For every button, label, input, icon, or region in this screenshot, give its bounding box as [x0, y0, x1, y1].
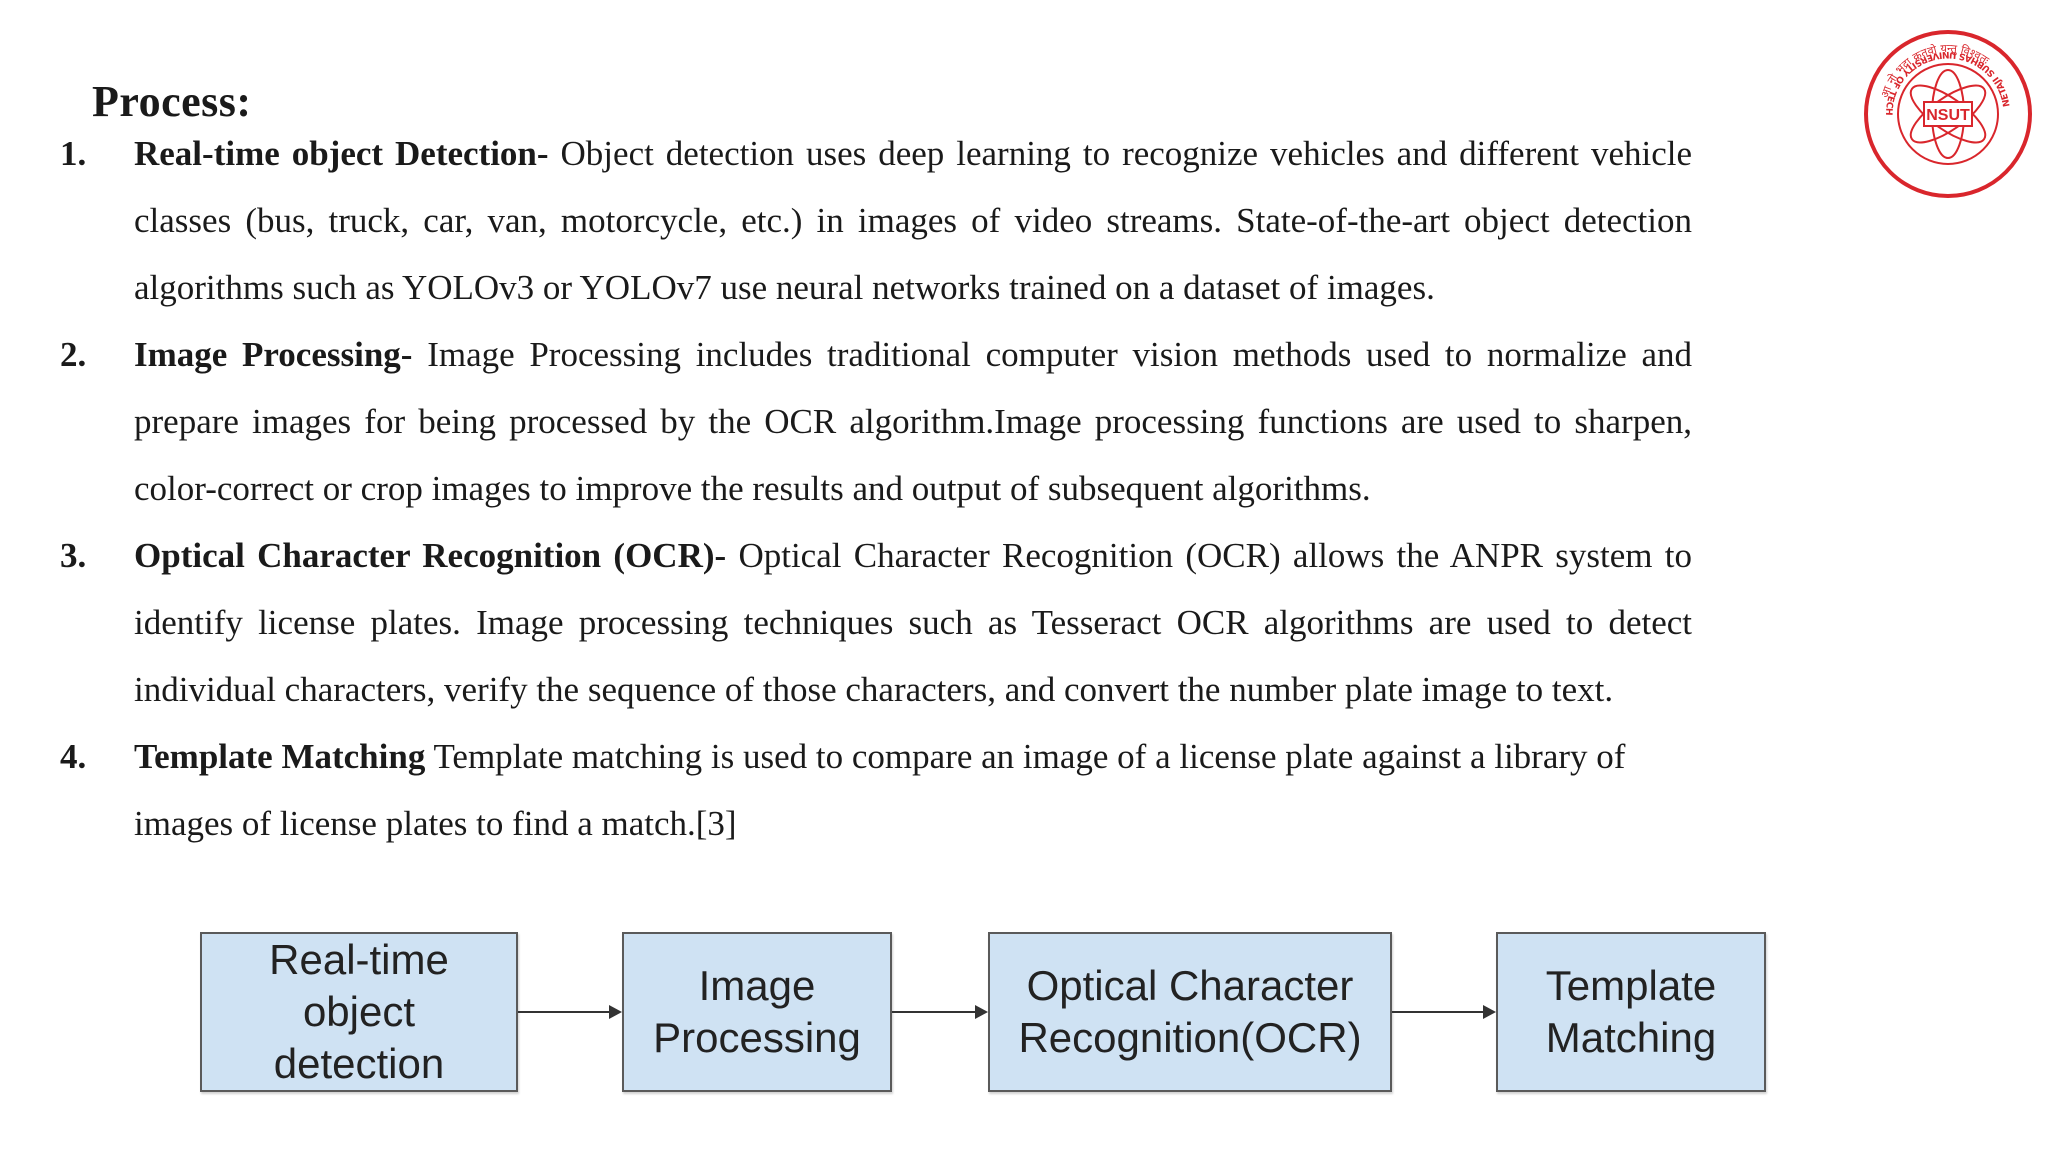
flow-box-image-processing: Image Processing: [622, 932, 892, 1092]
step-text: Template matching is used to compare an …: [134, 737, 1626, 843]
step-description: Image Processing- Image Processing inclu…: [134, 321, 1692, 522]
step-description: Real-time object Detection- Object detec…: [134, 120, 1692, 321]
step-number: 1.: [60, 134, 87, 173]
step-description: Template Matching Template matching is u…: [134, 723, 1674, 857]
nsut-logo: NETAJI SUBHAS UNIVERSITY OF TECHNOLOGY आ…: [1862, 28, 2032, 198]
step-description: Optical Character Recognition (OCR)- Opt…: [134, 522, 1692, 723]
step-text: Object detection uses deep learning to r…: [134, 134, 1693, 307]
step-text: Optical Character Recognition (OCR) allo…: [134, 536, 1692, 709]
flow-box-object-detection: Real-time object detection: [200, 932, 518, 1092]
step-heading: Real-time object Detection-: [134, 134, 549, 173]
seal-abbr-box: [1923, 101, 1973, 127]
process-step-1: 1. Real-time object Detection- Object de…: [60, 120, 1692, 321]
seal-outer-ring: [1864, 30, 2032, 198]
flow-box-ocr: Optical Character Recognition(OCR): [988, 932, 1392, 1092]
flow-box-template-matching: Template Matching: [1496, 932, 1766, 1092]
step-heading: Image Processing-: [134, 335, 413, 374]
seal-abbreviation: NSUT: [1926, 107, 1970, 124]
flow-arrow: [1392, 1005, 1496, 1019]
process-steps-list: 1. Real-time object Detection- Object de…: [60, 120, 1692, 857]
step-number: 4.: [60, 737, 87, 776]
process-step-2: 2. Image Processing- Image Processing in…: [60, 321, 1692, 522]
flow-arrow: [892, 1005, 988, 1019]
process-step-3: 3. Optical Character Recognition (OCR)- …: [60, 522, 1692, 723]
step-number: 3.: [60, 536, 87, 575]
step-heading: Template Matching: [134, 737, 426, 776]
step-number: 2.: [60, 335, 87, 374]
seal-inner-ring: [1897, 63, 1999, 165]
process-step-4: 4. Template Matching Template matching i…: [60, 723, 1692, 857]
flow-arrow: [518, 1005, 622, 1019]
step-heading: Optical Character Recognition (OCR)-: [134, 536, 727, 575]
step-text: Image Processing includes traditional co…: [134, 335, 1693, 508]
slide-title: Process:: [92, 77, 252, 126]
